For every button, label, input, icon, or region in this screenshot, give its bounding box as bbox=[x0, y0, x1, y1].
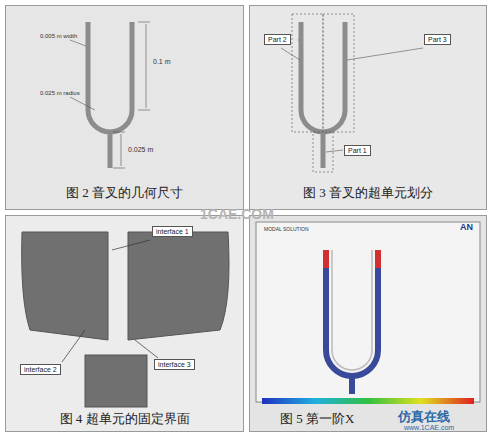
figure-panel: 图 3 音叉的超单元划分 Part 2 Part 3 Part 1 bbox=[249, 5, 487, 210]
leader-line bbox=[281, 40, 423, 152]
panel-ground bbox=[249, 5, 487, 210]
tuning-fork bbox=[88, 22, 132, 168]
figure-caption: 图 3 音叉的超单元划分 bbox=[250, 184, 486, 202]
figure-caption: 图 5 第一阶X bbox=[280, 410, 354, 428]
plot-window bbox=[256, 222, 480, 402]
figure-panel: 图 4 超单元的固定界面 interface 1 interface 2 interf… bbox=[5, 215, 244, 432]
part-tag: Part 3 bbox=[424, 34, 451, 45]
figure-caption: 图 2 音叉的几何尺寸 bbox=[6, 184, 243, 202]
figure-panel: 图 5 第一阶X bbox=[249, 215, 487, 432]
part-label: Part 1 bbox=[348, 147, 367, 154]
panel-ground bbox=[249, 215, 487, 432]
interface-tag: interface 2 bbox=[20, 364, 61, 375]
mode-shape bbox=[326, 250, 378, 394]
undeformed-shape bbox=[332, 250, 372, 370]
panel-ground bbox=[5, 215, 244, 432]
figure-caption: 图 4 超单元的固定界面 bbox=[6, 410, 243, 428]
part-label: Part 3 bbox=[428, 36, 447, 43]
dimension-label: 0.1 m bbox=[153, 58, 171, 65]
watermark: 1CAE.COM bbox=[200, 206, 274, 222]
dimension-label: 0.025 m radius bbox=[40, 90, 80, 96]
software-logo: AN bbox=[460, 222, 473, 232]
dimension-label: 0.005 m width bbox=[40, 33, 77, 39]
superelement-mesh bbox=[22, 232, 229, 407]
panel-ground bbox=[5, 5, 244, 210]
interface-tag: interface 1 bbox=[152, 226, 193, 237]
part-label: Part 2 bbox=[268, 36, 287, 43]
plot-header: MODAL SOLUTION bbox=[264, 226, 309, 232]
leader-line bbox=[62, 240, 158, 362]
color-bar bbox=[262, 398, 474, 404]
part-tag: Part 1 bbox=[344, 145, 371, 156]
part-label: interface 2 bbox=[24, 366, 57, 373]
part-label: interface 1 bbox=[156, 228, 189, 235]
part-label: interface 3 bbox=[158, 361, 191, 368]
dimension-label: 0.025 m bbox=[128, 146, 153, 153]
part-tag: Part 2 bbox=[264, 34, 291, 45]
interface-tag: interface 3 bbox=[154, 359, 195, 370]
watermark: www.1CAE.com bbox=[404, 424, 454, 431]
watermark: 仿真在线 bbox=[398, 408, 450, 426]
